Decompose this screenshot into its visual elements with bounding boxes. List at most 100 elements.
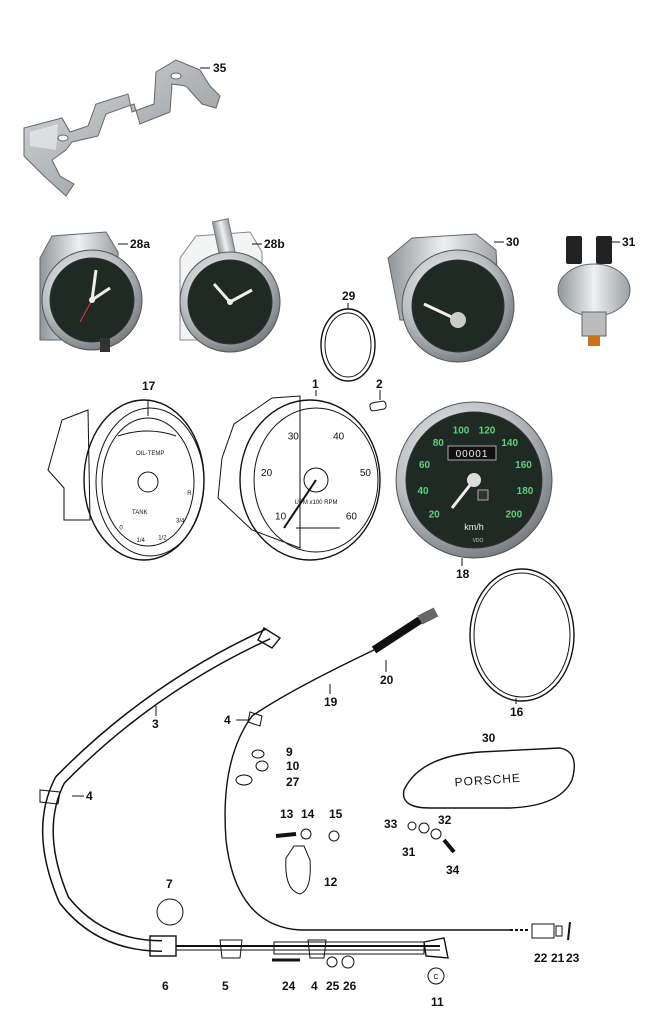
fuel-mark-4: R — [187, 491, 192, 497]
clock-28a-hands — [79, 269, 111, 323]
speedo-numeral-140: 140 — [501, 438, 518, 449]
ring-29 — [320, 308, 376, 382]
odometer: 00001 — [456, 449, 489, 460]
fasteners-31-34 — [407, 821, 456, 854]
lower-cable-assembly: C — [149, 898, 449, 985]
bulb-2 — [369, 390, 387, 412]
speedo-numeral-120: 120 — [479, 426, 496, 437]
tach-numeral-10: 10 — [275, 511, 287, 522]
fuel-mark-2: 1/2 — [158, 536, 167, 542]
label-25: 25 — [326, 979, 340, 993]
label-31-washer: 31 — [402, 845, 416, 859]
cap-letter: C — [433, 974, 438, 981]
label-13: 13 — [280, 807, 294, 821]
label-27: 27 — [286, 775, 300, 789]
label-7: 7 — [166, 877, 173, 891]
clock-28b-hands — [212, 283, 253, 305]
oil-gauge-30 — [387, 233, 515, 363]
fuel-top-label: OIL-TEMP — [136, 451, 164, 457]
speedo-numeral-160: 160 — [515, 460, 532, 471]
label-22: 22 — [534, 951, 548, 965]
label-26: 26 — [343, 979, 357, 993]
clamp-12 — [285, 845, 311, 895]
speedo-numeral-180: 180 — [517, 486, 534, 497]
label-14: 14 — [301, 807, 315, 821]
fuel-mark-3: 3/4 — [176, 518, 185, 524]
part-labels: 35 28a 28b 30 31 29 1 2 17 18 16 20 19 3… — [86, 61, 636, 1009]
speedo-numeral-80: 80 — [433, 438, 445, 449]
tach-cable-3 — [39, 626, 282, 952]
label-3: 3 — [152, 717, 159, 731]
end-parts-21-22-23 — [531, 921, 571, 941]
fuel-mark-1: 1/4 — [137, 538, 146, 544]
label-21: 21 — [551, 951, 565, 965]
label-29: 29 — [342, 289, 356, 303]
small-parts-9-10-27 — [235, 749, 269, 786]
label-19: 19 — [324, 695, 338, 709]
speedo-brand: VDO — [473, 538, 484, 544]
tach-numeral-30: 30 — [288, 431, 300, 442]
clock-28a-knob — [100, 338, 110, 352]
label-2: 2 — [376, 377, 383, 391]
fuel-marks: 0 1/4 1/2 3/4 R — [119, 491, 192, 544]
clock-28a — [39, 231, 143, 352]
fuel-oil-gauge-17: OIL-TEMP TANK 0 1/4 1/2 3/4 R — [47, 399, 205, 561]
label-23: 23 — [566, 951, 580, 965]
speedo-numeral-60: 60 — [419, 460, 431, 471]
cap-11 — [427, 967, 445, 985]
label-6: 6 — [162, 979, 169, 993]
label-30-gauge: 30 — [506, 235, 520, 249]
trim-text: PORSCHE — [454, 771, 521, 790]
speedo-unit: km/h — [464, 522, 484, 532]
tach-numeral-20: 20 — [261, 468, 273, 479]
label-20: 20 — [380, 673, 394, 687]
label-17: 17 — [142, 379, 156, 393]
grommet-7 — [156, 898, 184, 926]
label-4-left: 4 — [86, 789, 93, 803]
label-31-sender: 31 — [622, 235, 636, 249]
fuel-mark-0: 0 — [119, 525, 123, 531]
label-10: 10 — [286, 759, 300, 773]
label-11: 11 — [431, 995, 444, 1009]
label-4-upper: 4 — [224, 713, 231, 727]
tach-ticks: 10 20 30 40 50 60 — [261, 431, 371, 522]
tachometer-1: UPM x100 RPM 10 20 30 40 50 60 — [217, 390, 381, 561]
tach-numeral-60: 60 — [346, 511, 358, 522]
label-24: 24 — [282, 979, 296, 993]
oil-sender-31 — [557, 236, 631, 346]
label-34: 34 — [446, 863, 460, 877]
ring-29-inner — [324, 312, 372, 378]
speedo-numeral-100: 100 — [453, 426, 470, 437]
speedo-numeral-20: 20 — [429, 509, 441, 520]
bracket-35 — [23, 59, 221, 197]
label-28b: 28b — [264, 237, 285, 251]
ring-16-inner — [473, 572, 571, 698]
label-4-bottom: 4 — [311, 979, 318, 993]
tach-numeral-50: 50 — [360, 468, 372, 479]
label-15: 15 — [329, 807, 343, 821]
label-33: 33 — [384, 817, 398, 831]
label-9: 9 — [286, 745, 293, 759]
label-32: 32 — [438, 813, 452, 827]
label-16: 16 — [510, 705, 524, 719]
ring-16 — [469, 568, 575, 702]
label-18: 18 — [456, 567, 470, 581]
speedo-numeral-200: 200 — [505, 509, 522, 520]
clock-28b — [179, 218, 281, 353]
label-12: 12 — [324, 875, 338, 889]
speedo-cable-19 — [224, 607, 528, 931]
label-35: 35 — [213, 61, 227, 75]
trim-strip-30: PORSCHE — [402, 747, 575, 809]
tach-numeral-40: 40 — [333, 431, 345, 442]
label-28a: 28a — [130, 237, 150, 251]
label-1: 1 — [312, 377, 319, 391]
speedo-numeral-40: 40 — [417, 486, 429, 497]
fuel-bottom-label: TANK — [132, 510, 148, 516]
label-30-trim: 30 — [482, 731, 496, 745]
label-5: 5 — [222, 979, 229, 993]
tach-center-label: UPM x100 RPM — [294, 500, 337, 506]
